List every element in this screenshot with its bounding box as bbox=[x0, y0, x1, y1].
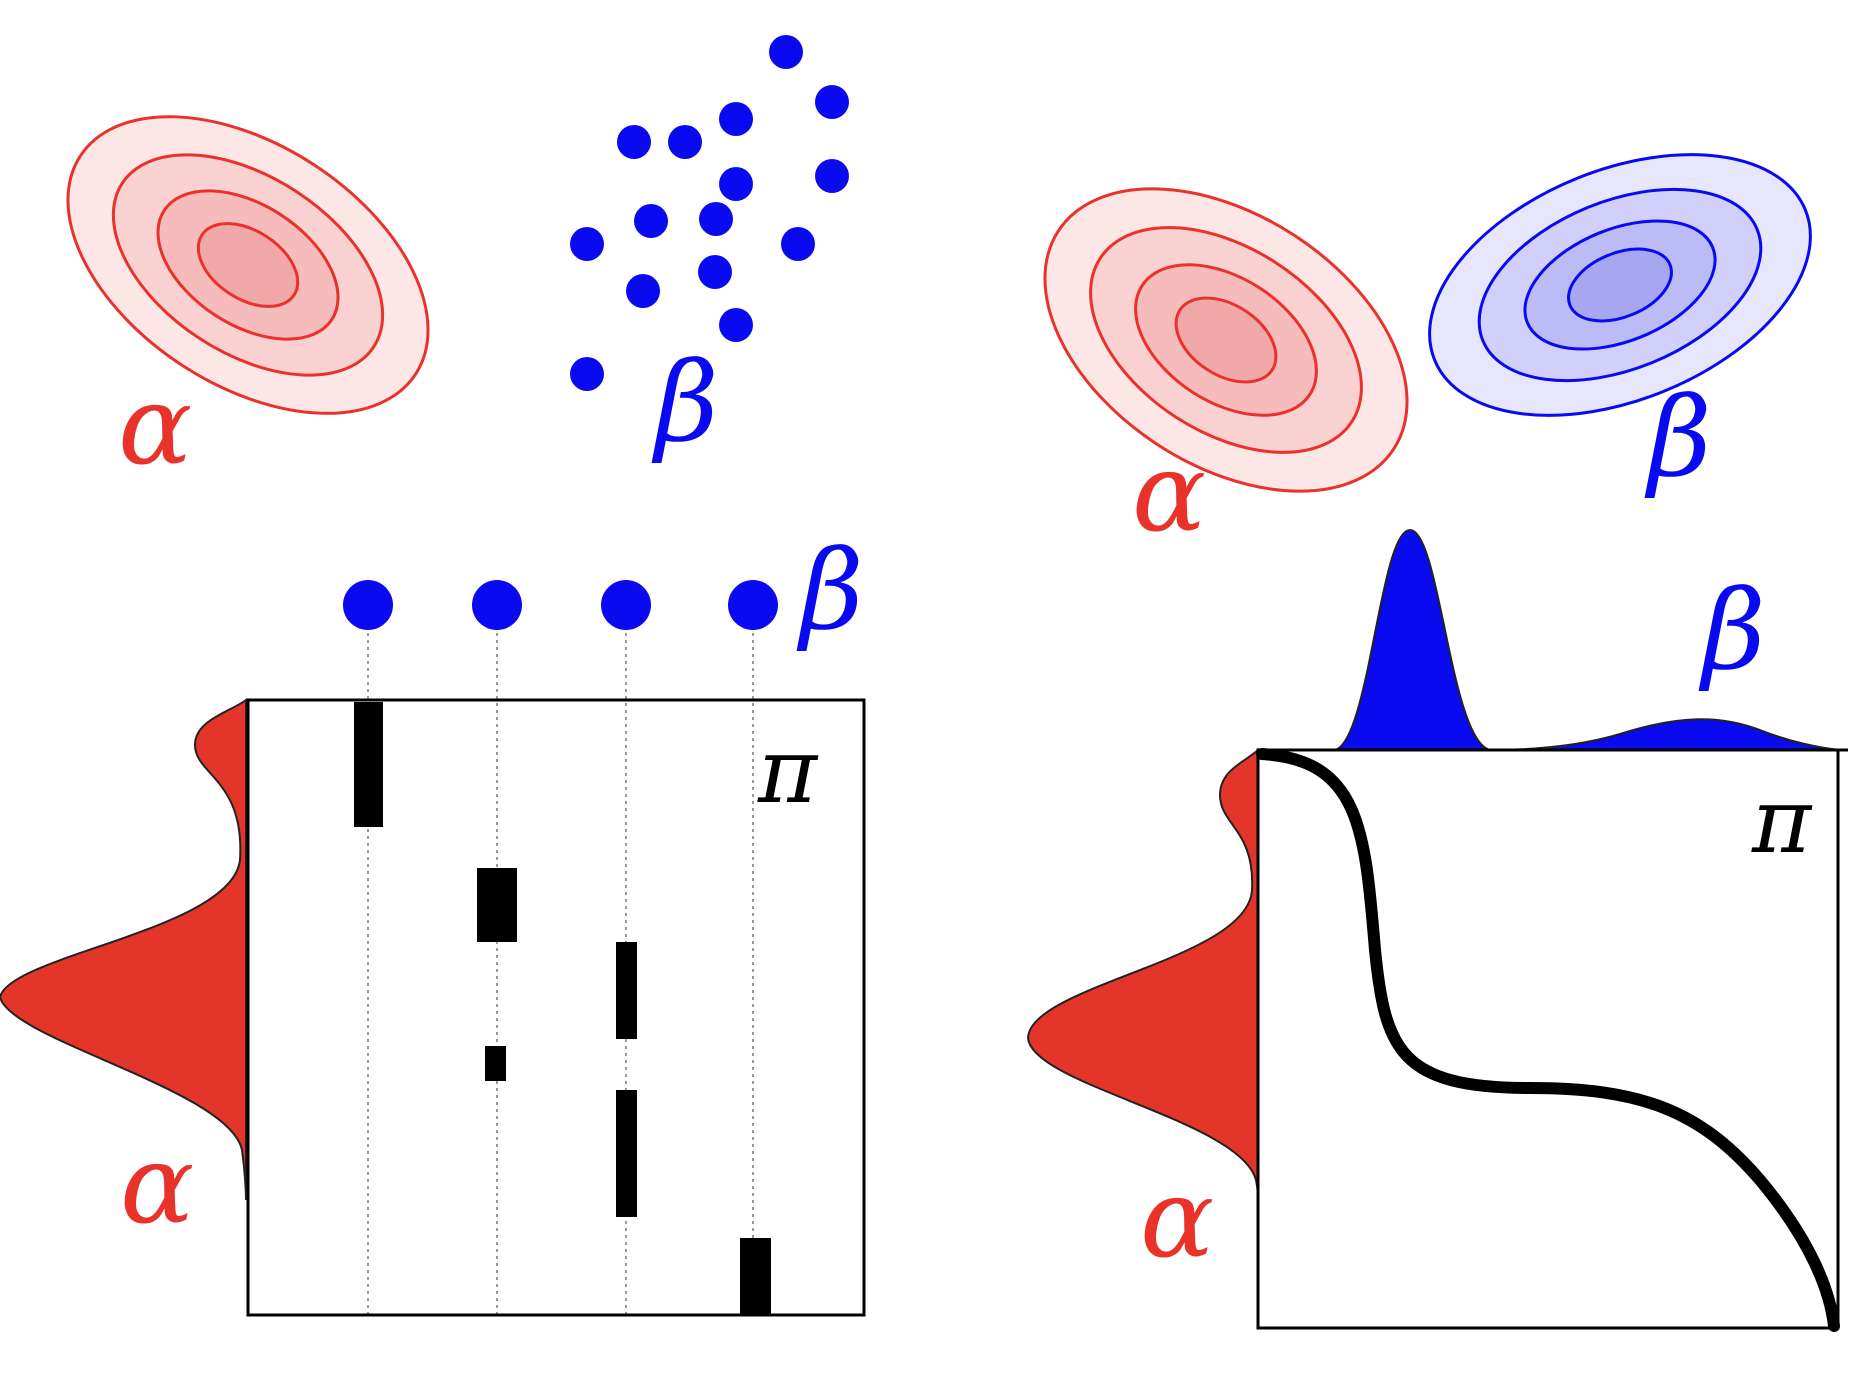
coupling-block bbox=[354, 702, 383, 827]
beta-label-top-left: β bbox=[651, 338, 719, 466]
beta-point bbox=[698, 255, 732, 289]
beta-point-cloud bbox=[570, 35, 849, 391]
coupling-box bbox=[1256, 748, 1840, 1330]
top-right-beta-gaussian bbox=[1428, 153, 1812, 417]
pi-label-bottom-left: π bbox=[757, 719, 819, 824]
alpha-label-top-left: α bbox=[118, 361, 192, 489]
coupling-block bbox=[485, 1046, 506, 1081]
beta-diracs bbox=[343, 580, 778, 630]
coupling-block bbox=[616, 942, 637, 1039]
alpha-density-left bbox=[1026, 747, 1259, 1201]
beta-point bbox=[815, 159, 849, 193]
beta-label-bottom-right: β bbox=[1698, 566, 1766, 694]
beta-point bbox=[815, 85, 849, 119]
top-left-alpha-gaussian bbox=[66, 115, 430, 415]
beta-label-bottom-left: β bbox=[796, 526, 864, 654]
top-right-alpha-gaussian bbox=[1043, 187, 1409, 493]
alpha-label-bottom-right: α bbox=[1140, 1154, 1214, 1282]
alpha-label-top-right: α bbox=[1132, 428, 1206, 556]
alpha-label-bottom-left: α bbox=[120, 1120, 194, 1248]
alpha-contour-4 bbox=[1174, 296, 1278, 384]
bottom-right-coupling: β π α bbox=[1026, 528, 1848, 1332]
coupling-blocks bbox=[354, 702, 771, 1315]
coupling-box bbox=[246, 698, 866, 1317]
beta-dirac bbox=[343, 580, 393, 630]
beta-contour-4 bbox=[1567, 247, 1673, 323]
beta-dirac bbox=[601, 580, 651, 630]
pi-label-bottom-right: π bbox=[1751, 769, 1813, 874]
beta-point bbox=[719, 308, 753, 342]
beta-dirac bbox=[472, 580, 522, 630]
guide-lines bbox=[367, 605, 754, 1315]
coupling-block bbox=[477, 868, 517, 942]
beta-point bbox=[719, 167, 753, 201]
alpha-contour-4 bbox=[196, 222, 300, 308]
coupling-curve bbox=[1256, 748, 1840, 1332]
beta-point bbox=[769, 35, 803, 69]
beta-point bbox=[719, 102, 753, 136]
beta-point bbox=[699, 202, 733, 236]
beta-point bbox=[668, 125, 702, 159]
alpha-density-left bbox=[0, 698, 247, 1201]
beta-point bbox=[570, 357, 604, 391]
coupling-block bbox=[616, 1090, 637, 1217]
beta-label-top-right: β bbox=[1644, 373, 1712, 501]
bottom-left-coupling: β π α bbox=[0, 526, 866, 1317]
beta-point bbox=[781, 227, 815, 261]
beta-point bbox=[570, 227, 604, 261]
beta-dirac bbox=[728, 580, 778, 630]
beta-point bbox=[626, 274, 660, 308]
coupling-block bbox=[740, 1238, 771, 1315]
beta-point bbox=[634, 204, 668, 238]
beta-point bbox=[617, 125, 651, 159]
